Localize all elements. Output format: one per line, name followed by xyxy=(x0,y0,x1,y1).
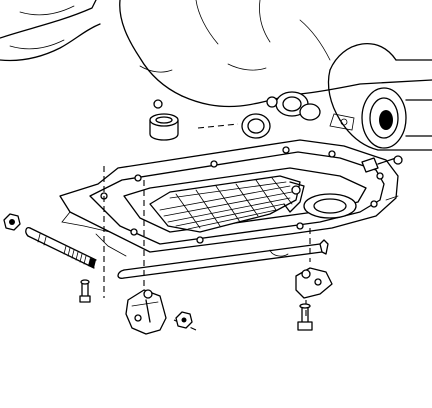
hex-nut-left xyxy=(3,213,21,231)
transmission-case xyxy=(0,0,432,190)
port-boss xyxy=(241,113,271,139)
pan-bolt-left xyxy=(79,279,91,303)
mounting-bracket-right xyxy=(295,267,333,299)
support-rod-assembly xyxy=(3,213,97,269)
hex-nut-lower xyxy=(175,311,193,329)
pan-bolt-right xyxy=(297,303,313,331)
mounting-bracket-left xyxy=(125,289,167,335)
end-fitting-right xyxy=(361,155,403,173)
oil-filter-cylinder xyxy=(149,113,179,141)
strainer-pickup-tube xyxy=(283,181,357,219)
oil-strainer xyxy=(149,175,301,233)
oil-cooler-tube xyxy=(117,239,329,279)
